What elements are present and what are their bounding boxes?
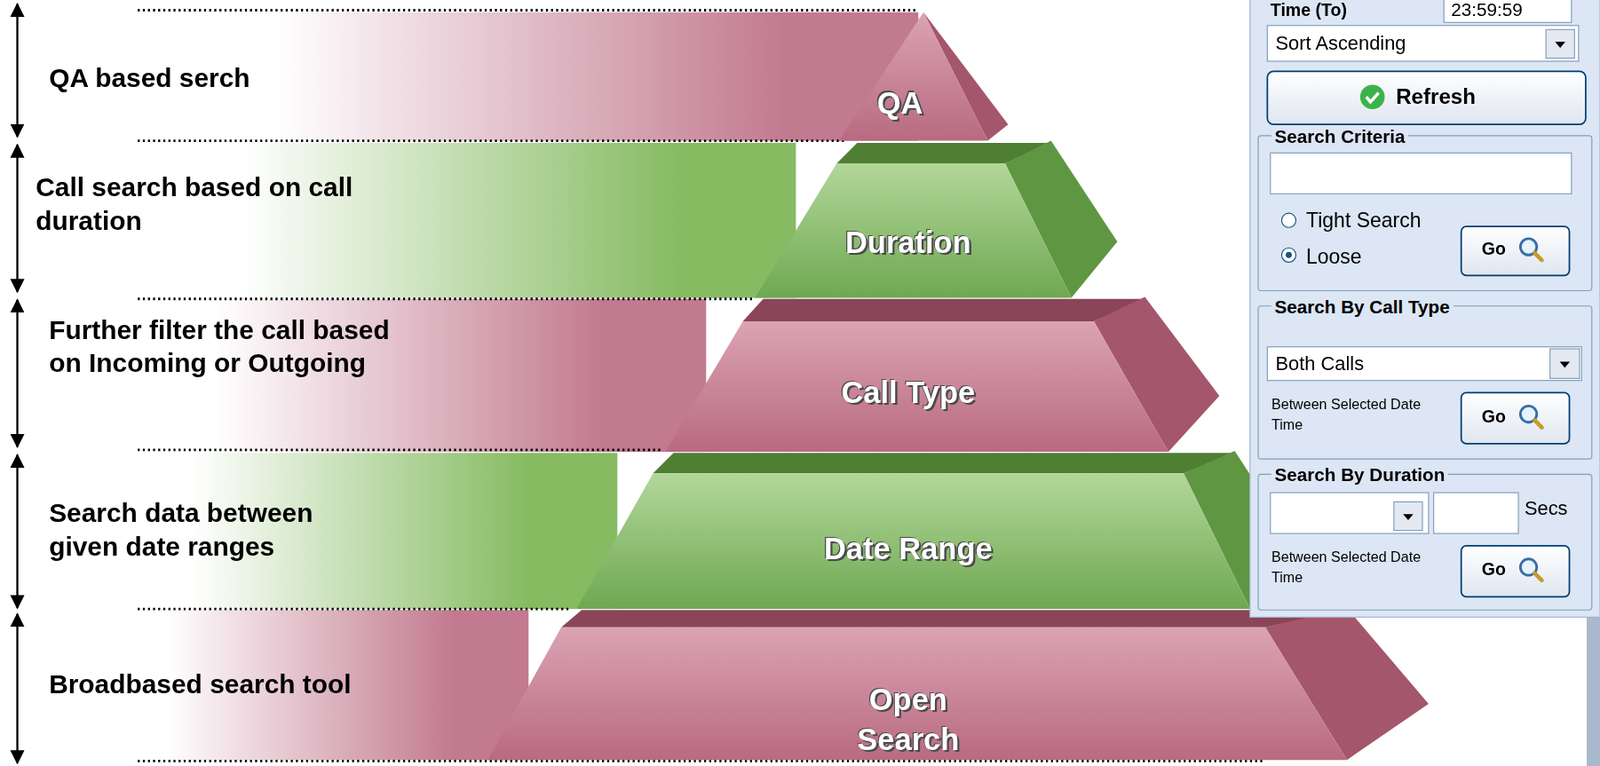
layer-front bbox=[665, 321, 1169, 452]
panel-text: Time (To) bbox=[1270, 0, 1347, 22]
gradient-band bbox=[25, 12, 919, 142]
gradient-band bbox=[25, 609, 530, 761]
layer-front bbox=[839, 12, 989, 142]
search-panel bbox=[1250, 0, 1600, 766]
layer-title: Date Range bbox=[823, 528, 993, 569]
go-button bbox=[1461, 546, 1570, 597]
layer-shape bbox=[839, 12, 989, 142]
group-frame bbox=[1258, 135, 1593, 292]
duration-dropdown bbox=[1270, 492, 1429, 534]
panel-text: Search By Call Type bbox=[1271, 295, 1453, 319]
range-arrow bbox=[15, 144, 18, 292]
range-arrow bbox=[15, 4, 18, 137]
gradient-band bbox=[25, 142, 797, 299]
layer-title: Duration bbox=[845, 221, 972, 262]
dotted-rule bbox=[137, 760, 1266, 763]
range-arrow bbox=[15, 455, 18, 609]
dotted-rule bbox=[137, 608, 571, 611]
dropdown-arrow bbox=[1560, 361, 1570, 368]
sort-dropdown bbox=[1267, 25, 1579, 62]
panel-text: Both Calls bbox=[1275, 351, 1365, 376]
top-face bbox=[653, 452, 1236, 474]
dropdown-button bbox=[1545, 29, 1575, 58]
radio-button bbox=[1281, 247, 1296, 262]
pyramid-layer: Duration bbox=[754, 163, 1071, 299]
group-frame bbox=[1258, 474, 1593, 610]
layer-title: QA bbox=[877, 82, 924, 123]
magnifier-handle bbox=[1534, 253, 1542, 261]
level-description: Further filter the call based on Incomin… bbox=[48, 313, 397, 381]
panel-text: Search Criteria bbox=[1271, 125, 1409, 149]
dotted-rule bbox=[137, 448, 664, 452]
layer-front bbox=[487, 627, 1347, 761]
panel-text: Search By Duration bbox=[1271, 464, 1449, 488]
panel-text: 23:59:59 bbox=[1450, 0, 1523, 23]
calltype-dropdown bbox=[1267, 347, 1582, 381]
dropdown-arrow bbox=[1402, 514, 1413, 521]
dropdown-button bbox=[1550, 348, 1580, 379]
panel-text: Secs bbox=[1524, 497, 1569, 522]
time-field bbox=[1443, 0, 1572, 23]
panel-text: Between Selected Date Time bbox=[1271, 546, 1445, 589]
level-description: Broadbased search tool bbox=[48, 668, 458, 702]
pyramid-layer: Call Type bbox=[665, 321, 1169, 452]
layer-title: Open Search bbox=[821, 679, 995, 760]
panel-text: Sort Ascending bbox=[1275, 31, 1407, 56]
check-icon bbox=[1360, 84, 1386, 110]
pyramid-layer: QA bbox=[839, 12, 989, 142]
magnifier-handle bbox=[1534, 573, 1542, 581]
layer-front bbox=[576, 473, 1250, 610]
radio-dot bbox=[1285, 252, 1292, 259]
search-input bbox=[1270, 152, 1572, 194]
dotted-rule bbox=[137, 139, 848, 143]
layer-front bbox=[754, 163, 1071, 299]
gradient-band bbox=[25, 299, 707, 452]
refresh-button bbox=[1267, 71, 1586, 125]
dotted-rule bbox=[137, 297, 755, 301]
check-mark bbox=[1366, 93, 1379, 103]
level-description: QA based serch bbox=[48, 61, 386, 95]
level-description: Search data between given date ranges bbox=[48, 497, 386, 564]
seconds-input bbox=[1433, 492, 1519, 534]
panel-text: Go bbox=[1481, 559, 1506, 581]
top-face bbox=[743, 299, 1146, 322]
pyramid-layer: Date Range bbox=[576, 473, 1250, 610]
group-frame bbox=[1258, 306, 1593, 460]
top-face bbox=[561, 609, 1347, 628]
magnifier-handle bbox=[1534, 419, 1542, 428]
panel-text: Refresh bbox=[1395, 83, 1476, 111]
range-arrow bbox=[15, 300, 18, 447]
gradient-band bbox=[25, 452, 618, 610]
panel-text: Between Selected Date Time bbox=[1271, 394, 1445, 436]
go-button bbox=[1461, 392, 1570, 444]
pyramid-layer: Open Search bbox=[487, 627, 1347, 761]
level-description: Call search based on call duration bbox=[35, 170, 373, 238]
radio-button bbox=[1281, 213, 1296, 228]
panel-text: Go bbox=[1481, 405, 1506, 428]
range-arrow bbox=[15, 614, 18, 764]
layer-title: Call Type bbox=[840, 372, 975, 413]
go-button bbox=[1461, 226, 1570, 276]
panel-text: Loose bbox=[1306, 244, 1363, 270]
panel-text: Go bbox=[1481, 238, 1506, 261]
panel-text: Tight Search bbox=[1306, 207, 1421, 234]
dropdown-arrow bbox=[1554, 41, 1565, 48]
dotted-rule bbox=[137, 8, 919, 12]
dropdown-button bbox=[1394, 501, 1423, 531]
